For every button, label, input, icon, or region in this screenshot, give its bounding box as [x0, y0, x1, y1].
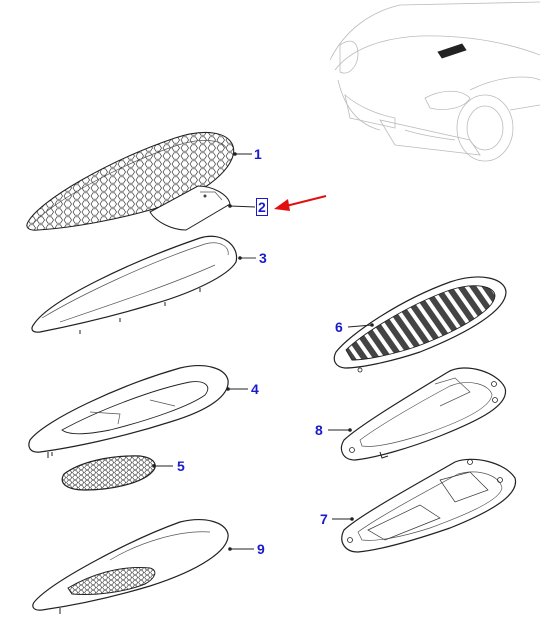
callout-3[interactable]: 3 [259, 250, 267, 266]
callout-2[interactable]: 2 [258, 199, 266, 215]
part-9-frame-with-mesh [32, 519, 229, 614]
part-3-vent-cover [31, 235, 238, 334]
part-5-mesh-insert [61, 455, 156, 491]
leader-lines [152, 152, 374, 551]
callout-5[interactable]: 5 [177, 458, 185, 474]
part-1-mesh-grille [26, 131, 235, 231]
callout-labels: 1 2 3 4 5 6 7 8 9 [177, 146, 343, 557]
callout-7[interactable]: 7 [320, 511, 328, 527]
red-indicator-arrow [274, 195, 327, 211]
callout-2-highlight-box [256, 198, 268, 216]
callout-9[interactable]: 9 [257, 541, 265, 557]
part-4-trim-frame [28, 365, 229, 458]
part-2-pad [149, 185, 231, 231]
callout-4[interactable]: 4 [251, 381, 259, 397]
part-8-bracket-frame [340, 367, 507, 461]
callout-6[interactable]: 6 [335, 319, 343, 335]
callout-8[interactable]: 8 [315, 422, 323, 438]
part-6-louvred-panel [333, 276, 507, 373]
car-reference-illustration [329, 1, 540, 162]
part-7-base-plate [341, 458, 517, 553]
callout-1[interactable]: 1 [254, 146, 262, 162]
